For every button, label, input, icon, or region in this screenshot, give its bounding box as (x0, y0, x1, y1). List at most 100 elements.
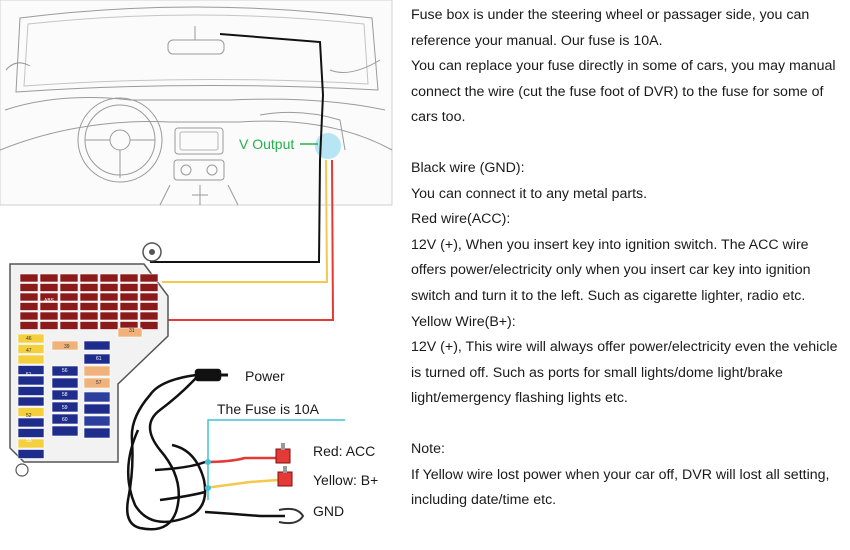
fuse-cell (83, 365, 111, 377)
fuse-cell (39, 302, 59, 311)
fuse-number: 51 (26, 372, 32, 378)
fuse-cell (51, 377, 79, 389)
ground-ring-terminal-icon (278, 507, 305, 525)
fuse-cell (79, 292, 99, 302)
fuse-cell (59, 311, 79, 321)
fuse-cell (19, 311, 39, 321)
fuse-number: 61 (96, 356, 102, 362)
connection-highlight (315, 133, 341, 159)
fuse-cell (139, 311, 159, 321)
fuse-cell (19, 283, 39, 292)
fuse-cell (83, 340, 111, 351)
fuse-cell (39, 292, 59, 302)
yellow-wire (162, 159, 329, 283)
car-interior-illustration (0, 0, 393, 206)
fuse-cell (51, 340, 79, 351)
fuse-cell (83, 403, 111, 415)
fuse-cell (39, 311, 59, 321)
black-wire-description: You can connect it to any metal parts. (411, 185, 648, 202)
fuse-cell (99, 292, 119, 302)
fuse-cell (19, 302, 39, 311)
v-output-label: V Output (239, 136, 294, 152)
fuse-cell (119, 302, 139, 311)
fuse-cell (59, 292, 79, 302)
fuse-cell (51, 401, 79, 413)
dvr-cable-harness (126, 368, 228, 531)
note-description: If Yellow wire lost power when your car … (411, 466, 830, 509)
fuse-cell (99, 311, 119, 321)
wiring-diagram: V Output ABS 31 39 46 47 51 52 55 56 57 … (0, 0, 393, 531)
fuse-cell (83, 377, 111, 389)
fuse-cell (17, 386, 45, 396)
fuse-cell (117, 327, 143, 338)
fuse-cell (51, 389, 79, 401)
yellow-wire-heading: Yellow Wire(B+): (411, 313, 516, 330)
fuse-cell (99, 302, 119, 311)
fuse-cell (119, 273, 139, 283)
intro-text: Fuse box is under the steering wheel or … (411, 3, 843, 514)
acc-fuse-holder (275, 443, 291, 464)
fuse-cell (59, 302, 79, 311)
fuse-cell (17, 365, 45, 375)
fuse-cell (17, 407, 45, 417)
fuse-cell (99, 283, 119, 292)
fuse-grid (17, 273, 159, 459)
fuse-rating-label: The Fuse is 10A (217, 401, 320, 417)
fuse-cell (17, 449, 45, 459)
black-wire (150, 33, 325, 263)
fuse-number: 60 (62, 417, 68, 423)
fuse-cell (19, 321, 39, 330)
fuse-cell (39, 273, 59, 283)
fuse-cell (19, 292, 39, 302)
fuse-cell (119, 311, 139, 321)
fuse-cell (79, 283, 99, 292)
fuse-cell (17, 333, 45, 344)
fuse-number: 46 (26, 336, 32, 342)
fuse-number: 56 (62, 368, 68, 374)
fuse-cell (139, 292, 159, 302)
fuse-cell (83, 415, 111, 427)
fuse-cell (17, 417, 45, 428)
yellow-b-wire (204, 478, 279, 490)
fuse-callout-line (207, 419, 345, 453)
note-heading: Note: (411, 440, 445, 457)
fuse-number: 31 (129, 328, 135, 334)
fuse-cell (19, 273, 39, 283)
fuse-cell (79, 273, 99, 283)
fuse-cell (99, 321, 119, 330)
red-wire-description: 12V (+), When you insert key into igniti… (411, 236, 811, 304)
fuse-location-paragraph: Fuse box is under the steering wheel or … (411, 7, 810, 49)
fuse-cell (17, 428, 45, 438)
red-acc-label: Red: ACC (313, 443, 375, 459)
black-wire-heading: Black wire (GND): (411, 159, 525, 176)
b-plus-fuse-holder (277, 466, 293, 487)
gnd-label: GND (313, 503, 344, 519)
yellow-wire-description: 12V (+), This wire will always offer pow… (411, 339, 838, 407)
fuse-cell (17, 344, 45, 354)
yellow-b-label: Yellow: B+ (313, 472, 378, 488)
fuse-number: ABS (44, 298, 55, 304)
fuse-cell (59, 273, 79, 283)
fuse-replace-paragraph: You can replace your fuse directly in so… (411, 58, 836, 126)
fuse-cell (79, 321, 99, 330)
fuse-cell (39, 283, 59, 292)
fuse-cell (139, 302, 159, 311)
fuse-cell (79, 302, 99, 311)
fuse-cell (83, 391, 111, 403)
fuse-cell (119, 283, 139, 292)
fuse-cell (17, 354, 45, 365)
fuse-cell (17, 438, 45, 449)
fuse-cell (51, 413, 79, 425)
fuse-cell (139, 273, 159, 283)
fuse-cell (83, 353, 111, 365)
fuse-cell (139, 283, 159, 292)
fuse-cell (79, 311, 99, 321)
fuse-number: 39 (64, 344, 70, 350)
fuse-number: 47 (26, 348, 32, 354)
fuse-cell (39, 321, 59, 330)
fuse-cell (51, 365, 79, 377)
fuse-cell (17, 375, 45, 386)
power-label: Power (245, 368, 285, 384)
fuse-box: ABS 31 39 46 47 51 52 55 56 57 58 59 60 … (9, 242, 169, 477)
red-wire (150, 159, 335, 321)
